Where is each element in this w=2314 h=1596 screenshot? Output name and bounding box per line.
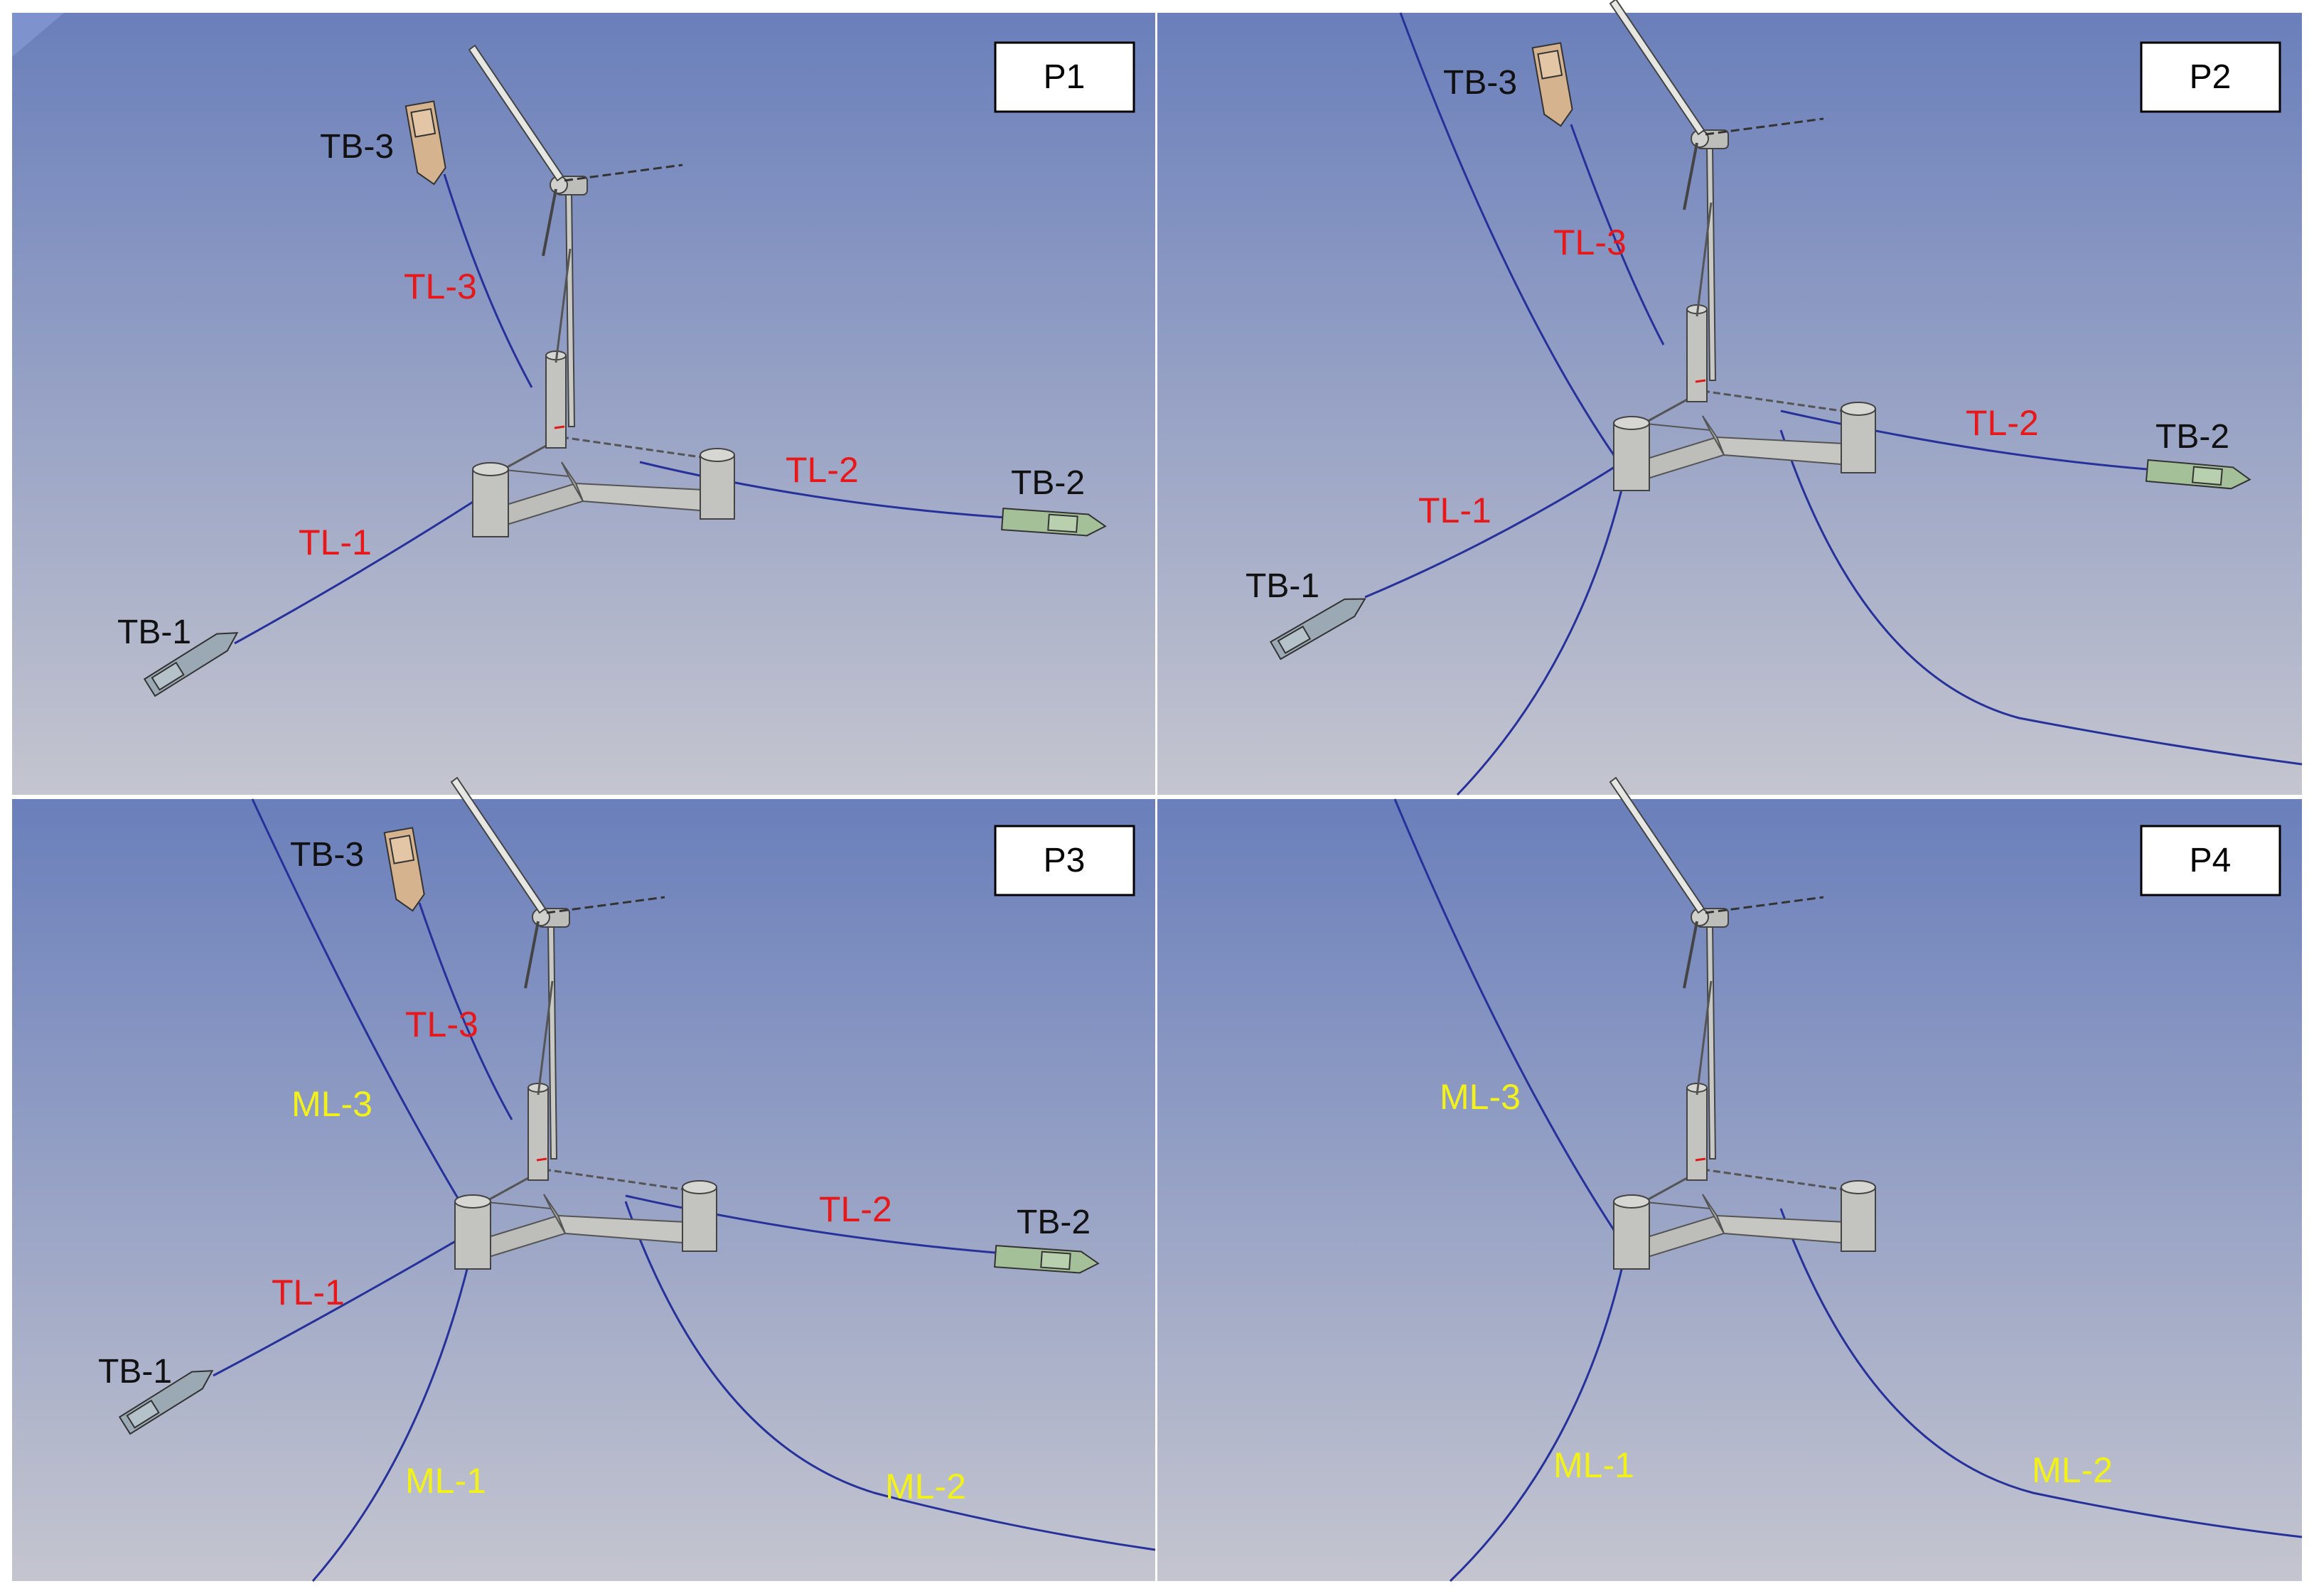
- mooring-line-ml-2: [624, 1201, 1156, 1551]
- tug-tb-2: [2145, 459, 2251, 490]
- panel-p1: TL-1 TL-2 TL-3 TB-1 TB-2 TB-3 P1: [117, 41, 1135, 697]
- panel-p2: TL-1 TL-2 TL-3 TB-1 TB-2 TB-3 P2: [1246, 0, 2303, 796]
- mooring-ml-3-label: ML-3: [1440, 1077, 1521, 1117]
- mooring-line-ml-1: [1449, 1240, 1629, 1582]
- tug-tb-1-label: TB-1: [98, 1353, 172, 1391]
- panel-p3: TL-1 TL-2 TL-3 ML-1 ML-2 ML-3 TB-1 TB-2 …: [98, 776, 1156, 1582]
- tug-tb-3-label: TB-3: [320, 128, 394, 166]
- panel-label-p2: P2: [2140, 41, 2281, 113]
- towline-tl-1-label: TL-1: [272, 1273, 345, 1312]
- mooring-line-ml-1: [1456, 461, 1629, 796]
- towline-tl-2-label: TL-2: [819, 1189, 892, 1229]
- towline-tl-2: [639, 461, 1007, 519]
- panel-label-p1-text: P1: [1044, 58, 1086, 96]
- mooring-line-ml-2: [1779, 429, 2303, 766]
- towline-tl-2: [625, 1194, 996, 1254]
- tug-tb-1: [118, 1370, 214, 1435]
- tug-tb-2: [994, 1245, 1100, 1274]
- tug-tb-1-label: TB-1: [117, 614, 191, 651]
- towline-tl-3-label: TL-3: [405, 1005, 478, 1044]
- tug-tb-1: [1270, 598, 1366, 660]
- towline-tl-1: [234, 489, 491, 645]
- towline-tl-1-label: TL-1: [299, 523, 372, 562]
- panel-p3-background: [12, 799, 1155, 1581]
- towline-tl-2-label: TL-2: [786, 450, 859, 490]
- towline-tl-1: [1364, 457, 1629, 599]
- towline-tl-3: [418, 902, 513, 1120]
- mooring-line-ml-1: [311, 1236, 476, 1582]
- towline-tl-2: [1780, 409, 2148, 471]
- mooring-line-ml-2: [1779, 1208, 2303, 1538]
- towline-tl-1-label: TL-1: [1418, 491, 1491, 530]
- mooring-ml-3-label: ML-3: [291, 1084, 373, 1124]
- mooring-ml-2-label: ML-2: [2032, 1450, 2113, 1490]
- panel-label-p3: P3: [994, 825, 1135, 896]
- panel-label-p3-text: P3: [1044, 842, 1086, 879]
- panel-label-p4-text: P4: [2190, 842, 2232, 879]
- tug-tb-2-label: TB-2: [2155, 418, 2229, 456]
- panel-p2-background: [1157, 13, 2302, 795]
- tug-tb-3: [1531, 42, 1573, 127]
- mooring-ml-1-label: ML-1: [405, 1461, 486, 1501]
- tug-tb-3-label: TB-3: [1443, 64, 1517, 102]
- panel-p4-background: [1157, 799, 2302, 1581]
- panel-label-p4: P4: [2140, 825, 2281, 896]
- tug-tb-3: [405, 100, 446, 186]
- tug-tb-2-label: TB-2: [1011, 464, 1085, 502]
- tug-tb-2-label: TB-2: [1017, 1204, 1091, 1241]
- panel-label-p1: P1: [994, 41, 1135, 113]
- towline-tl-2-label: TL-2: [1966, 403, 2039, 443]
- tug-tb-3-label: TB-3: [290, 836, 364, 874]
- tug-tb-1-label: TB-1: [1246, 567, 1319, 605]
- towline-tl-3: [443, 173, 533, 388]
- mooring-ml-1-label: ML-1: [1553, 1445, 1634, 1485]
- panel-label-p2-text: P2: [2190, 58, 2232, 96]
- towline-tl-3-label: TL-3: [404, 267, 477, 306]
- panel-p4: ML-1 ML-2 ML-3 P4: [1393, 776, 2303, 1582]
- mooring-ml-2-label: ML-2: [885, 1467, 966, 1506]
- tug-tb-2: [1001, 508, 1107, 537]
- towline-tl-1: [213, 1228, 476, 1377]
- tug-tb-3: [383, 827, 425, 912]
- towline-tl-3: [1570, 124, 1665, 346]
- towline-tl-3-label: TL-3: [1553, 223, 1627, 262]
- tug-tb-1: [143, 632, 239, 697]
